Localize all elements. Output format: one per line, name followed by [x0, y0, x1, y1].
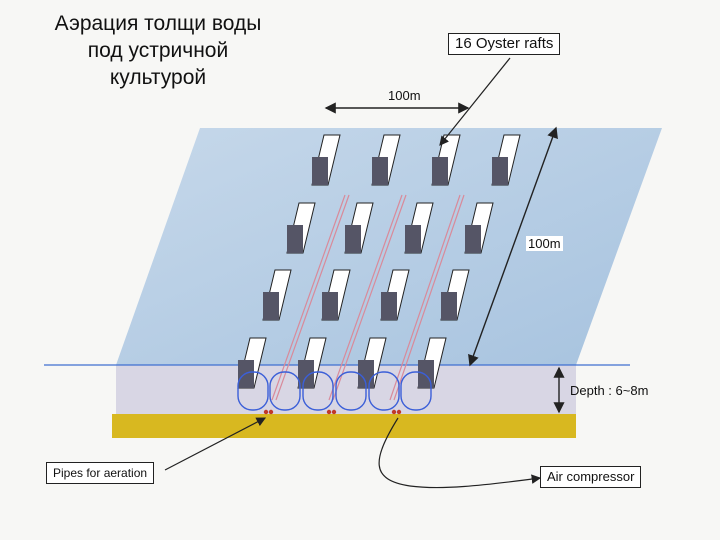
oyster-raft: [404, 202, 434, 254]
oyster-raft: [297, 337, 327, 389]
rafts-leader: [439, 57, 511, 146]
oyster-raft: [431, 134, 461, 186]
pipe-outlets: [263, 409, 402, 415]
length-arrow: [468, 126, 558, 367]
oyster-raft: [380, 269, 410, 321]
pipes-leader: [164, 417, 267, 471]
compressor-callout: Air compressor: [540, 466, 642, 488]
length-label: 100m: [526, 236, 563, 251]
aeration-pipe-lines: [271, 194, 465, 401]
oyster-raft: [311, 134, 341, 186]
width-label: 100m: [388, 88, 421, 103]
oyster-raft: [286, 202, 316, 254]
oyster-raft: [321, 269, 351, 321]
compressor-leader: [378, 417, 542, 489]
oyster-raft: [440, 269, 470, 321]
circulation-loops: [237, 371, 432, 411]
oyster-rafts: [237, 134, 521, 389]
oyster-raft: [371, 134, 401, 186]
oyster-raft: [262, 269, 292, 321]
page-title: Аэрация толщи воды под устричной культур…: [54, 12, 262, 89]
depth-label: Depth : 6~8m: [570, 383, 649, 398]
oyster-rafts-callout: 16 Oyster rafts: [448, 33, 561, 55]
oyster-raft: [344, 202, 374, 254]
seabed: [112, 414, 576, 438]
water-column: [116, 365, 576, 415]
pipes-callout: Pipes for aeration: [46, 462, 155, 484]
